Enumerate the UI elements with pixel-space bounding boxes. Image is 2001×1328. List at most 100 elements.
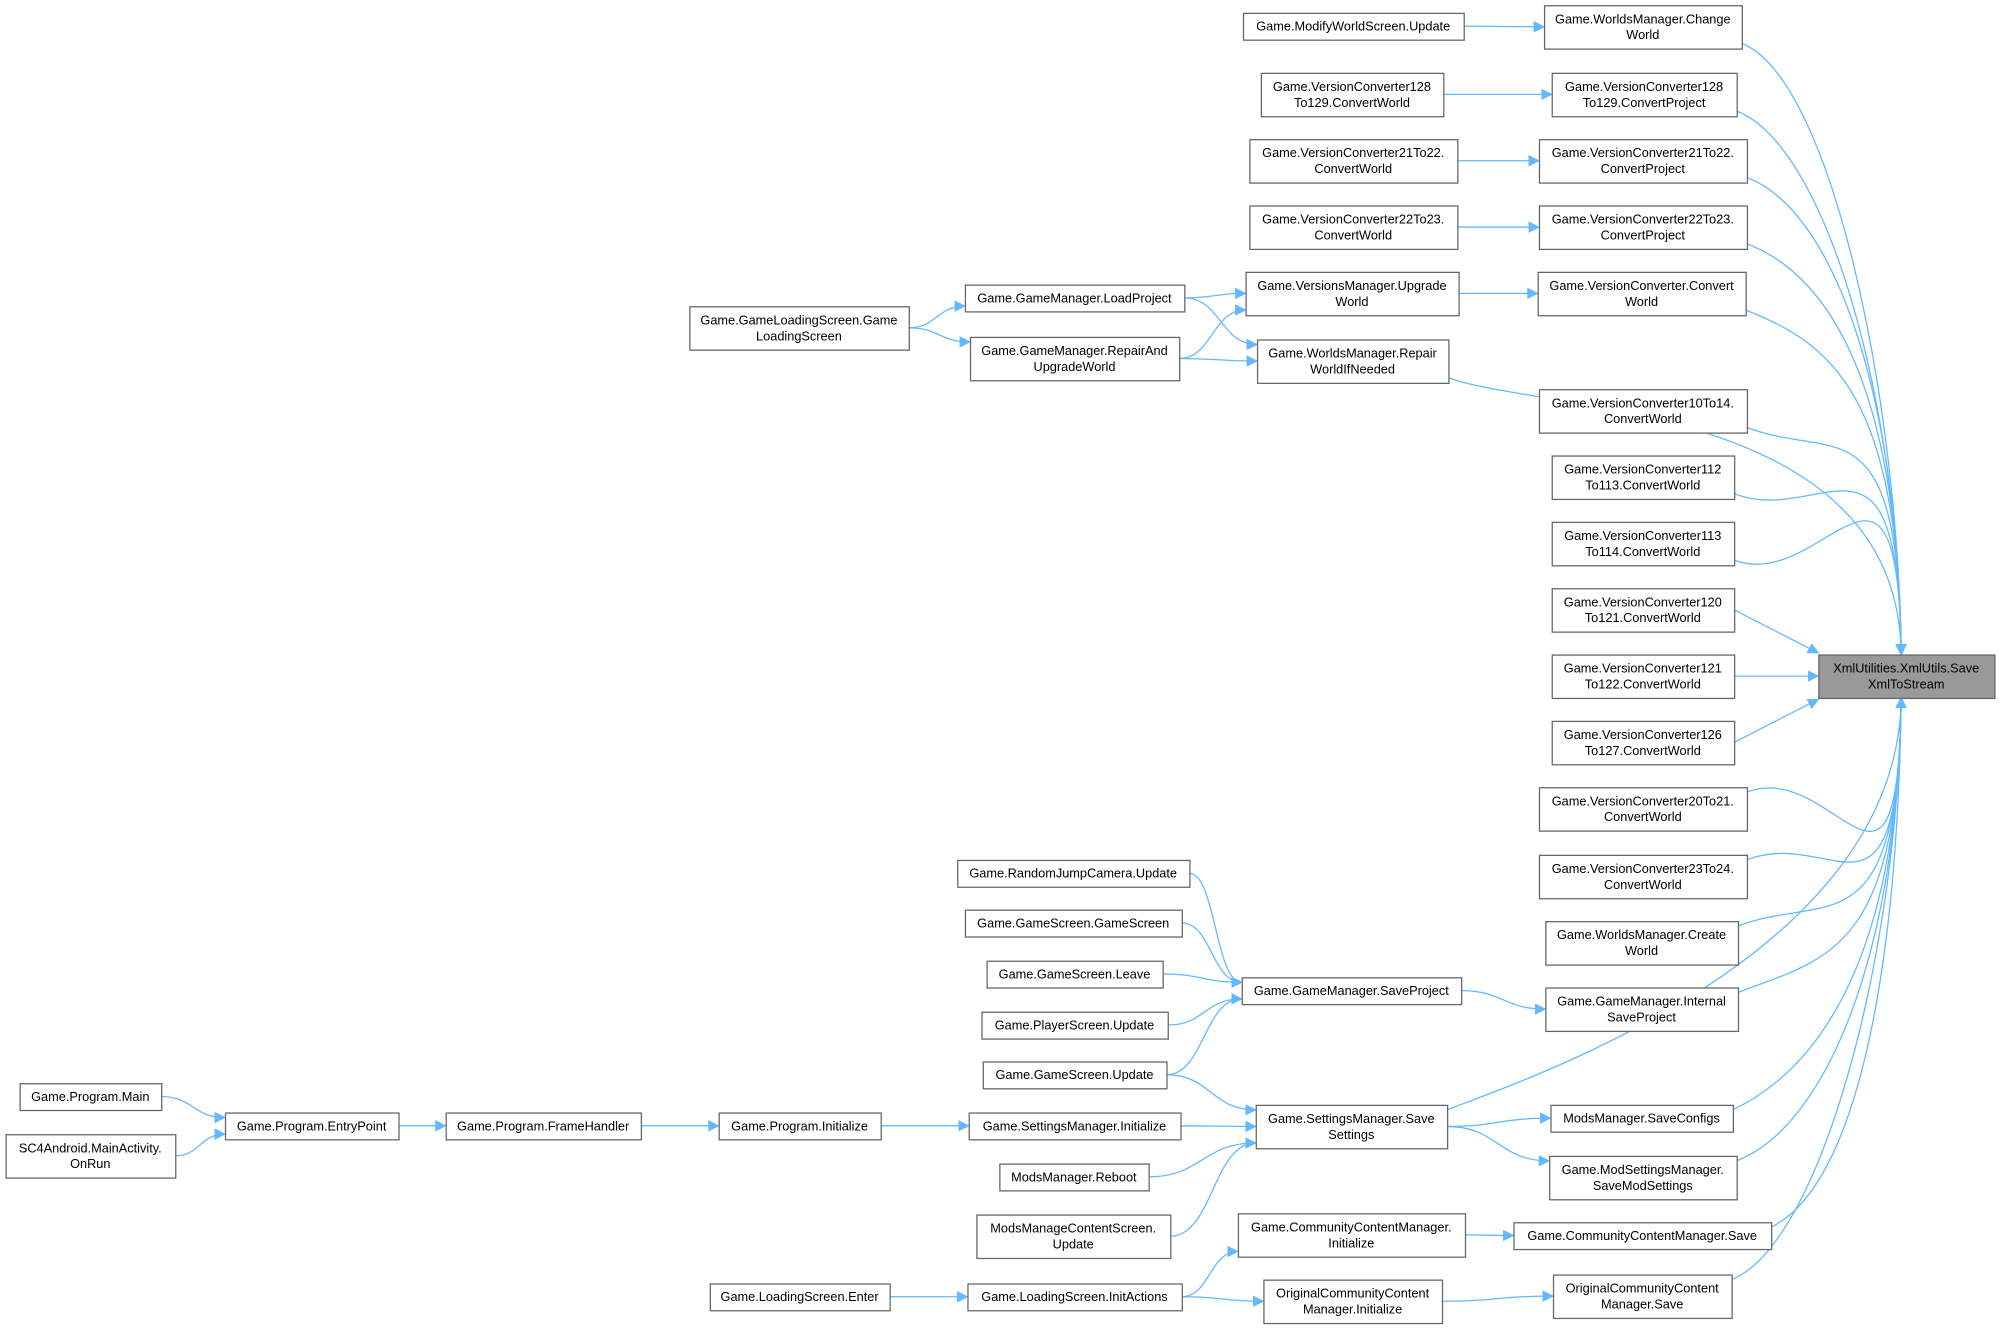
edge-modscontent-to-savesettings bbox=[1170, 1137, 1257, 1237]
node-vc23[interactable]: Game.VersionConverter23To24.ConvertWorld bbox=[1538, 854, 1749, 900]
node-vc128w[interactable]: Game.VersionConverter128To129.ConvertWor… bbox=[1260, 72, 1445, 118]
node-saveproject[interactable]: Game.GameManager.SaveProject bbox=[1241, 977, 1463, 1006]
node-setinit[interactable]: Game.SettingsManager.Initialize bbox=[968, 1112, 1182, 1141]
node-gameloading[interactable]: Game.GameLoadingScreen.GameLoadingScreen bbox=[689, 306, 910, 351]
node-label: Game.VersionConverter.Convert bbox=[1549, 278, 1734, 293]
node-progmain[interactable]: Game.Program.Main bbox=[19, 1083, 163, 1112]
node-initactions[interactable]: Game.LoadingScreen.InitActions bbox=[967, 1283, 1183, 1312]
node-box bbox=[445, 1112, 643, 1141]
node-vc121[interactable]: Game.VersionConverter121To122.ConvertWor… bbox=[1551, 654, 1736, 700]
node-label: WorldIfNeeded bbox=[1310, 361, 1395, 376]
node-label: Game.GameManager.RepairAnd bbox=[981, 343, 1167, 358]
node-box bbox=[1545, 921, 1740, 966]
node-box bbox=[1513, 1222, 1773, 1251]
node-label: Game.Program.Initialize bbox=[731, 1118, 868, 1133]
node-label: Game.WorldsManager.Repair bbox=[1268, 346, 1437, 361]
node-label: Game.SettingsManager.Save bbox=[1268, 1111, 1435, 1126]
edge-vc112-to-target bbox=[1733, 490, 1907, 656]
node-label: OriginalCommunityContent bbox=[1566, 1281, 1720, 1296]
node-upgrade[interactable]: Game.VersionsManager.UpgradeWorld bbox=[1245, 271, 1460, 317]
node-label: Game.VersionConverter126 bbox=[1564, 727, 1722, 742]
node-proginit[interactable]: Game.Program.Initialize bbox=[718, 1112, 882, 1141]
node-box bbox=[1552, 1274, 1733, 1320]
node-label: Game.GameLoadingScreen.Game bbox=[700, 312, 897, 327]
node-vc22w[interactable]: Game.VersionConverter22To23.ConvertWorld bbox=[1249, 205, 1459, 251]
node-vc21p[interactable]: Game.VersionConverter21To22.ConvertProje… bbox=[1538, 139, 1749, 184]
node-loadproject[interactable]: Game.GameManager.LoadProject bbox=[964, 284, 1186, 313]
node-vc112[interactable]: Game.VersionConverter112To113.ConvertWor… bbox=[1551, 455, 1736, 501]
node-box bbox=[1245, 271, 1460, 317]
node-label: Game.RandomJumpCamera.Update bbox=[969, 866, 1177, 881]
edge-vc128p-to-target bbox=[1736, 110, 1907, 656]
node-box bbox=[1551, 521, 1736, 567]
node-modscontent[interactable]: ModsManageContentScreen.Update bbox=[976, 1214, 1172, 1260]
node-vc10[interactable]: Game.VersionConverter10To14.ConvertWorld bbox=[1538, 389, 1749, 434]
edge-sc4-to-entrypoint bbox=[175, 1128, 227, 1157]
node-label: To129.ConvertWorld bbox=[1294, 95, 1410, 110]
edge-initactions-to-ccminit bbox=[1181, 1245, 1239, 1298]
node-label: Update bbox=[1053, 1237, 1094, 1252]
node-box bbox=[981, 1011, 1169, 1040]
node-vc120[interactable]: Game.VersionConverter120To121.ConvertWor… bbox=[1551, 588, 1736, 633]
edge-ccmsave-to-target bbox=[1770, 696, 1907, 1228]
node-box bbox=[1538, 854, 1749, 900]
node-box bbox=[976, 1214, 1172, 1260]
node-ccminit[interactable]: Game.CommunityContentManager.Initialize bbox=[1237, 1213, 1467, 1258]
node-box bbox=[1538, 139, 1749, 184]
node-label: ConvertWorld bbox=[1604, 411, 1682, 426]
node-label: Game.GameManager.SaveProject bbox=[1254, 983, 1449, 998]
node-modsettings[interactable]: Game.ModSettingsManager.SaveModSettings bbox=[1549, 1155, 1738, 1201]
node-randomjump[interactable]: Game.RandomJumpCamera.Update bbox=[957, 859, 1191, 888]
node-label: Game.PlayerScreen.Update bbox=[995, 1017, 1154, 1032]
node-loadingenter[interactable]: Game.LoadingScreen.Enter bbox=[709, 1283, 891, 1312]
node-label: Settings bbox=[1328, 1127, 1374, 1142]
edge-vc113-to-target bbox=[1733, 520, 1907, 656]
node-label: World bbox=[1625, 294, 1658, 309]
node-label: To122.ConvertWorld bbox=[1585, 677, 1701, 692]
node-vcconv[interactable]: Game.VersionConverter.ConvertWorld bbox=[1537, 271, 1747, 317]
node-ccmsave[interactable]: Game.CommunityContentManager.Save bbox=[1513, 1222, 1773, 1251]
node-gsleave[interactable]: Game.GameScreen.Leave bbox=[986, 960, 1164, 989]
edge-change-to-target bbox=[1741, 42, 1907, 656]
node-box bbox=[986, 960, 1164, 989]
node-reboot[interactable]: ModsManager.Reboot bbox=[999, 1163, 1150, 1192]
node-label: Game.VersionConverter112 bbox=[1564, 462, 1721, 477]
node-sc4[interactable]: SC4Android.MainActivity.OnRun bbox=[5, 1134, 177, 1179]
node-box bbox=[689, 306, 910, 351]
node-psupdate[interactable]: Game.PlayerScreen.Update bbox=[981, 1011, 1169, 1040]
node-framehandler[interactable]: Game.Program.FrameHandler bbox=[445, 1112, 643, 1141]
node-label: Game.WorldsManager.Create bbox=[1557, 927, 1726, 942]
node-label: Game.VersionConverter113 bbox=[1564, 528, 1721, 543]
node-entrypoint[interactable]: Game.Program.EntryPoint bbox=[224, 1112, 400, 1141]
node-vc21w[interactable]: Game.VersionConverter21To22.ConvertWorld bbox=[1249, 139, 1459, 184]
node-ocminit[interactable]: OriginalCommunityContentManager.Initiali… bbox=[1263, 1279, 1444, 1325]
node-label: Game.GameScreen.GameScreen bbox=[977, 915, 1169, 930]
node-vc113[interactable]: Game.VersionConverter113To114.ConvertWor… bbox=[1551, 521, 1736, 567]
node-gsupdate[interactable]: Game.GameScreen.Update bbox=[982, 1061, 1168, 1090]
node-vc126[interactable]: Game.VersionConverter126To127.ConvertWor… bbox=[1551, 720, 1736, 766]
node-box bbox=[1263, 1279, 1444, 1325]
node-box bbox=[1242, 12, 1465, 41]
node-modifyupdate[interactable]: Game.ModifyWorldScreen.Update bbox=[1242, 12, 1465, 41]
node-vc128p[interactable]: Game.VersionConverter128To129.ConvertPro… bbox=[1551, 72, 1738, 118]
node-label: ModsManager.SaveConfigs bbox=[1563, 1111, 1720, 1126]
node-label: XmlToStream bbox=[1868, 677, 1945, 692]
node-box bbox=[1538, 389, 1749, 434]
node-box bbox=[1538, 205, 1749, 251]
node-saveconfigs[interactable]: ModsManager.SaveConfigs bbox=[1550, 1104, 1735, 1133]
node-box bbox=[968, 1112, 1182, 1141]
edge-saveconfigs-to-target bbox=[1732, 696, 1907, 1111]
node-vc20[interactable]: Game.VersionConverter20To21.ConvertWorld bbox=[1538, 787, 1749, 832]
node-vc22p[interactable]: Game.VersionConverter22To23.ConvertProje… bbox=[1538, 205, 1749, 251]
node-box bbox=[982, 1061, 1168, 1090]
node-box bbox=[1260, 72, 1445, 118]
node-gsgs[interactable]: Game.GameScreen.GameScreen bbox=[964, 909, 1183, 938]
